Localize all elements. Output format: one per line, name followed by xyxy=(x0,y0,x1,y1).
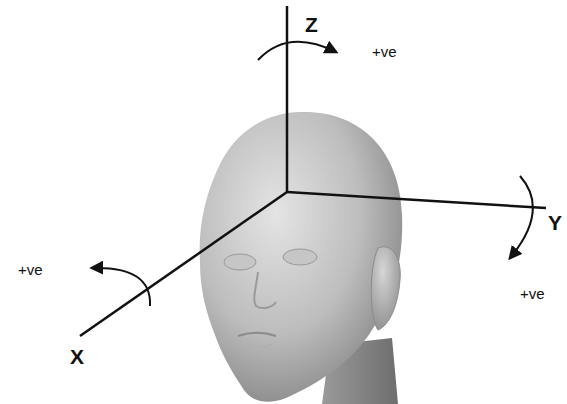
rotation-sign: +ve xyxy=(520,286,545,301)
axis-lines xyxy=(80,6,546,336)
head-figure xyxy=(200,112,403,404)
rotation-arrows xyxy=(92,42,533,306)
rotation-sign: +ve xyxy=(372,44,397,59)
axis-letter: Z xyxy=(305,14,318,35)
rotation-sign: +ve xyxy=(18,262,43,277)
axis-letter: Y xyxy=(548,212,562,233)
axis-letter: X xyxy=(70,346,84,367)
